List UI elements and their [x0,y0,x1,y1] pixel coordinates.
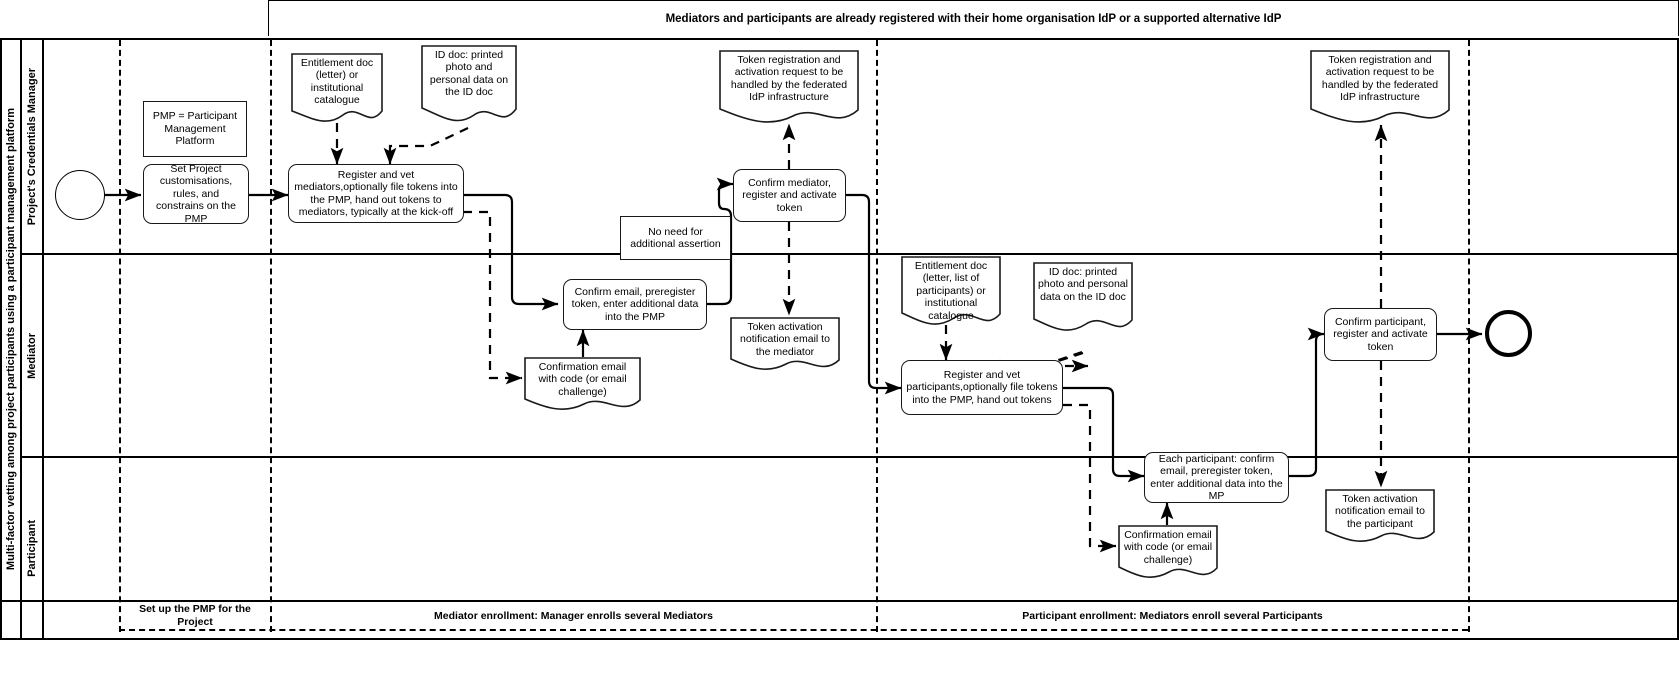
phase-separator-4 [1468,40,1470,632]
start-event [55,170,105,220]
doc-id-mediator: ID doc: printed photo and personal data … [421,45,517,125]
end-event [1485,310,1532,357]
doc-token-registration-participant-text: Token registration and activation reques… [1321,54,1439,104]
phase-label-mediator-enrollment: Mediator enrollment: Manager enrolls sev… [272,601,875,631]
doc-id-participant-text: ID doc: printed photo and personal data … [1038,266,1128,303]
phase-separator-3 [876,40,878,632]
lane-label-participant: Participant [22,458,44,638]
task-confirm-participant-register-activate[interactable]: Confirm participant, register and activa… [1324,308,1437,361]
note-no-additional-assertion-text: No need for additional assertion [630,225,721,250]
doc-token-activation-mediator-text: Token activation notification email to t… [740,321,830,358]
task-register-vet-participants[interactable]: Register and vet participants,optionally… [901,360,1063,415]
flow-eachparticipant-to-confirmparticipant [1289,327,1325,478]
note-no-additional-assertion: No need for additional assertion [620,216,731,260]
phase-label-participant-enrollment: Participant enrollment: Mediators enroll… [878,601,1467,631]
pool-border [0,38,1679,640]
note-pmp-definition: PMP = Participant Management Platform [143,101,247,157]
task-mediator-confirm-email[interactable]: Confirm email, preregister token, enter … [563,279,707,330]
doc-confirmation-email-mediator-text: Confirmation email with code (or email c… [538,361,627,398]
lane-divider-1 [22,253,1679,255]
doc-token-registration-participant: Token registration and activation reques… [1310,50,1450,124]
phase-label-participant-enrollment-text: Participant enrollment: Mediators enroll… [1022,609,1323,622]
doc-id-mediator-text: ID doc: printed photo and personal data … [429,49,509,99]
flow-confirmmediator-to-registerparticipants [846,193,902,395]
phase-separator-2 [270,40,272,632]
task-set-project-customisations[interactable]: Set Project customisations, rules, and c… [143,163,249,225]
doc-entitlement-mediator: Entitlement doc (letter) or institutiona… [291,53,383,123]
task-confirm-mediator-register-activate[interactable]: Confirm mediator, register and activate … [733,169,846,222]
doc-confirmation-email-participant: Confirmation email with code (or email c… [1118,525,1218,579]
task-each-participant-confirm-email[interactable]: Each participant: confirm email, preregi… [1144,452,1289,503]
flow-confirmemail-to-confirmmediator [707,177,734,306]
task-register-vet-mediators-label: Register and vet mediators,optionally fi… [294,168,458,218]
task-register-vet-participants-label: Register and vet participants,optionally… [906,368,1058,406]
task-confirm-participant-register-activate-label: Confirm participant, register and activa… [1333,315,1428,353]
doc-token-registration-mediator: Token registration and activation reques… [719,50,859,124]
doc-entitlement-participant: Entitlement doc (letter, list of partici… [901,256,1001,326]
doc-confirmation-email-mediator: Confirmation email with code (or email c… [524,357,641,411]
lane-label-credentials-manager: Project's Credentials Manager [22,40,44,253]
flow-registerparticipants-to-eachparticipant [1063,386,1145,483]
phase-strip-bottom [119,600,1468,631]
doc-token-activation-mediator: Token activation notification email to t… [730,317,840,371]
task-confirm-mediator-register-activate-label: Confirm mediator, register and activate … [742,176,837,214]
lane-divider-2 [22,456,1679,458]
lane-label-mediator: Mediator [22,255,44,456]
phase-separator-1 [119,40,121,632]
doc-entitlement-participant-text: Entitlement doc (letter, list of partici… [914,260,988,322]
phase-label-setup: Set up the PMP for the Project [121,601,269,631]
pool-title: Multi-factor vetting among project parti… [2,40,22,638]
task-register-vet-mediators[interactable]: Register and vet mediators,optionally fi… [288,164,464,223]
assoc-registerparticipants-to-confirmationemailparticipant [1063,403,1117,553]
task-each-participant-confirm-email-label: Each participant: confirm email, preregi… [1150,452,1283,502]
assoc-idmediator-to-registermediators [383,127,469,165]
assoc-registermediators-to-confirmationemailmediator [463,210,523,385]
phase-label-setup-text: Set up the PMP for the Project [139,603,251,628]
task-mediator-confirm-email-label: Confirm email, preregister token, enter … [571,285,699,323]
assoc-idparticipant-to-registerparticipants [1042,353,1088,366]
task-set-project-customisations-label: Set Project customisations, rules, and c… [156,163,236,225]
top-annotation-text: Mediators and participants are already r… [665,12,1282,25]
lane-divider-bottom [0,600,1679,602]
doc-confirmation-email-participant-text: Confirmation email with code (or email c… [1123,529,1213,566]
doc-token-registration-mediator-text: Token registration and activation reques… [730,54,848,104]
doc-token-activation-participant: Token activation notification email to t… [1325,489,1435,543]
doc-id-participant: ID doc: printed photo and personal data … [1033,262,1133,332]
doc-entitlement-mediator-text: Entitlement doc (letter) or institutiona… [300,57,374,107]
doc-token-activation-participant-text: Token activation notification email to t… [1335,493,1425,530]
note-pmp-definition-text: PMP = Participant Management Platform [152,110,238,148]
phase-label-mediator-enrollment-text: Mediator enrollment: Manager enrolls sev… [434,609,713,622]
flow-registermediators-to-confirmemail [463,193,559,311]
